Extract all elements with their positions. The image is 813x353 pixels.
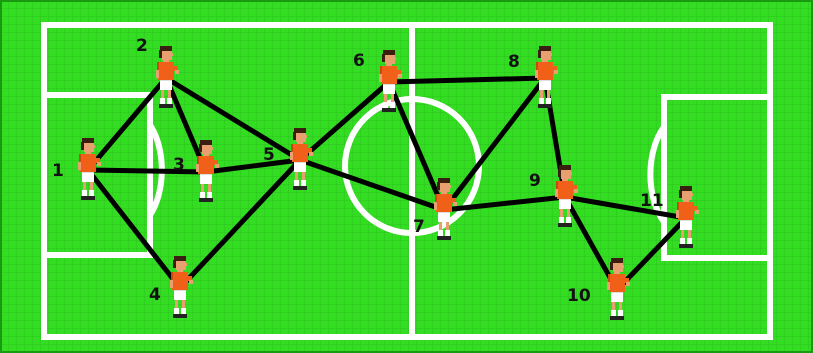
player-9-number: 9 [529,173,541,190]
player-1-number: 1 [52,163,64,180]
player-7-number: 7 [413,219,425,236]
player-11-number: 11 [640,193,664,210]
player-6-number: 6 [353,53,365,70]
player-5-number: 5 [263,147,275,164]
player-8-number: 8 [508,54,520,71]
player-3-number: 3 [173,157,185,174]
player-4-number: 4 [149,287,161,304]
player-10-number: 10 [567,288,591,305]
player-2-number: 2 [136,38,148,55]
pass-line-1-3 [88,170,206,172]
